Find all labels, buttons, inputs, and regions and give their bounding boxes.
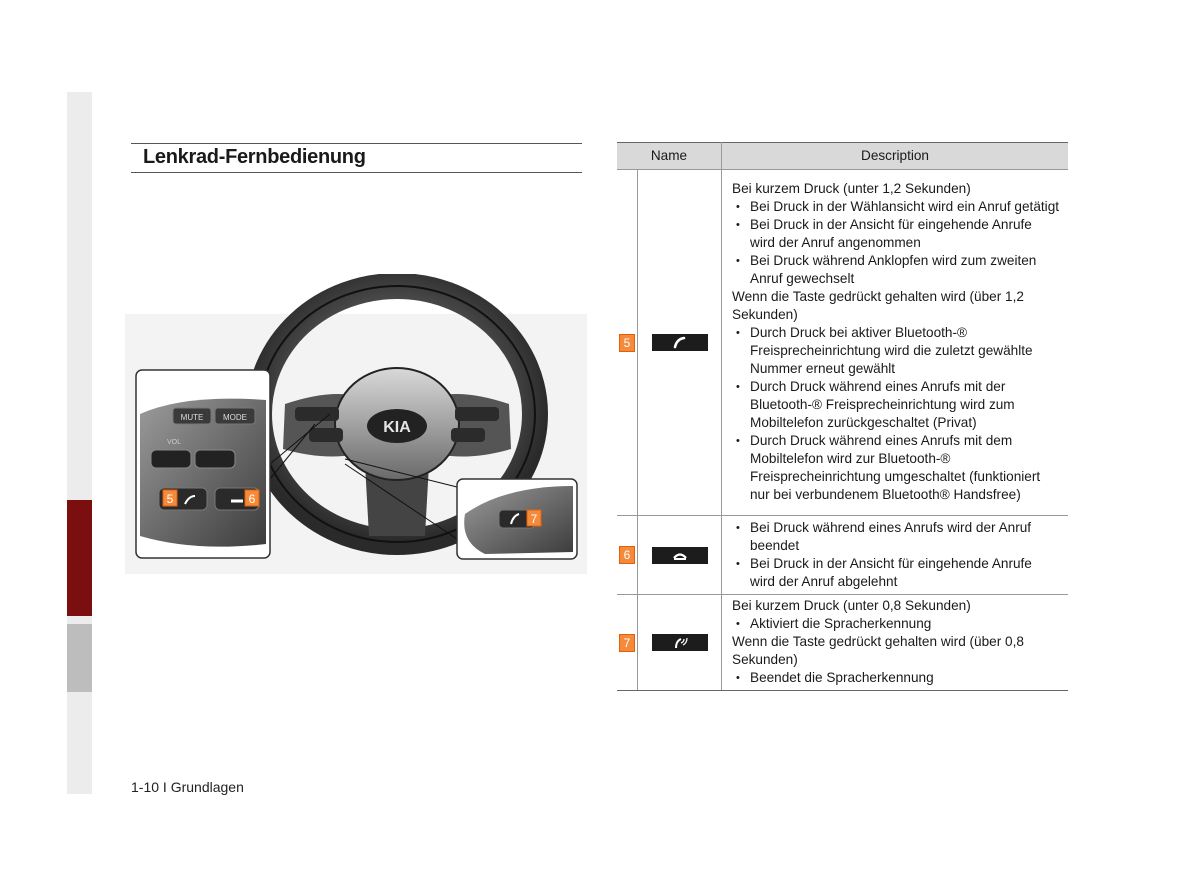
svg-text:MUTE: MUTE [181, 413, 204, 422]
list-item: Durch Druck während eines Anrufs mit der… [736, 378, 1060, 432]
svg-text:6: 6 [249, 492, 256, 506]
chapter-tab [67, 624, 92, 692]
key-icon-cell [637, 594, 722, 691]
chapter-tab-active [67, 500, 92, 616]
phone-hangup-icon [651, 546, 708, 564]
voice-recognition-icon [651, 634, 708, 652]
list-item: Durch Druck bei aktiver Bluetooth-® Frei… [736, 324, 1060, 378]
svg-text:VOL: VOL [167, 439, 181, 446]
row-number: 6 [617, 515, 638, 595]
column-header-name: Name [617, 142, 722, 170]
number-badge: 5 [619, 333, 635, 352]
svg-text:5: 5 [167, 492, 174, 506]
table-row: 5 Bei kurzem Druck (unter 1,2 Sekunden) … [617, 169, 1068, 516]
row-number: 5 [617, 169, 638, 516]
section-header: Lenkrad-Fernbedienung [131, 143, 582, 173]
list-item: Bei Druck in der Ansicht für eingehende … [736, 216, 1060, 252]
table-row: 6 Bei Druck während eines Anrufs wird de… [617, 515, 1068, 595]
table-header-row: Name Description [617, 142, 1068, 170]
description-cell: Bei kurzem Druck (unter 1,2 Sekunden) Be… [721, 169, 1068, 516]
list-item: Bei Druck in der Wählansicht wird ein An… [736, 198, 1060, 216]
row-number: 7 [617, 594, 638, 691]
list-item: Bei Druck während Anklopfen wird zum zwe… [736, 252, 1060, 288]
description-cell: Bei Druck während eines Anrufs wird der … [721, 515, 1068, 595]
callout-5 [162, 489, 178, 507]
number-badge: 6 [619, 546, 635, 564]
description-cell: Bei kurzem Druck (unter 0,8 Sekunden) Ak… [721, 594, 1068, 691]
left-controls-inset: MUTE MODE VOL 5 6 [135, 369, 271, 559]
list-item: Aktiviert die Spracherkennung [736, 615, 1060, 633]
key-icon-cell [637, 169, 722, 516]
list-item: Bei Druck während eines Anrufs wird der … [736, 519, 1060, 555]
list-item: Durch Druck während eines Anrufs mit dem… [736, 432, 1060, 504]
description-table: Name Description 5 Bei kurzem Druck (unt… [617, 142, 1068, 691]
list-item: Bei Druck in der Ansicht für eingehende … [736, 555, 1060, 591]
phone-call-icon [651, 334, 708, 352]
column-header-description: Description [721, 142, 1068, 170]
steering-wheel-illustration: KIA MUTE MODE VOL 5 6 7 [125, 274, 587, 574]
svg-text:7: 7 [531, 512, 538, 526]
right-controls-inset: 7 [456, 478, 578, 560]
callout-7 [526, 509, 542, 527]
table-row: 7 Bei kurzem Druck (unter 0,8 Sekunden) … [617, 594, 1068, 691]
key-icon-cell [637, 515, 722, 595]
svg-text:MODE: MODE [223, 413, 247, 422]
list-item: Beendet die Spracherkennung [736, 669, 1060, 687]
number-badge: 7 [619, 633, 635, 652]
page-title: Lenkrad-Fernbedienung [143, 146, 366, 168]
page-footer: 1-10 I Grundlagen [131, 779, 244, 795]
callout-6 [244, 489, 260, 507]
brand-logo: KIA [383, 419, 411, 436]
